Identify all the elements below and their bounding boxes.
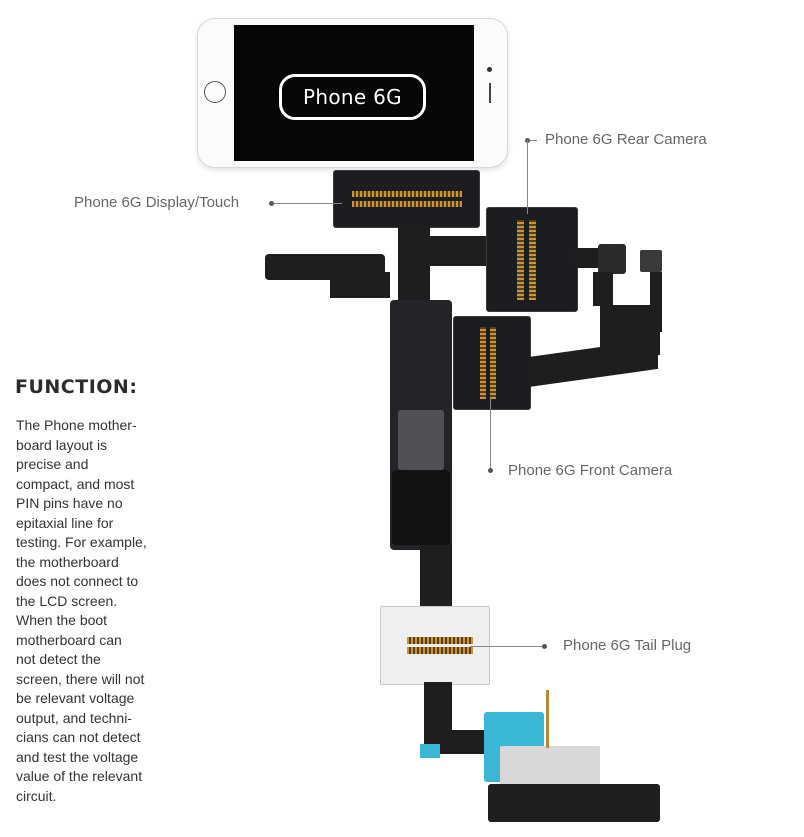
leader-rear-camera-v xyxy=(527,140,528,214)
leader-front-camera-v xyxy=(490,398,491,470)
leader-rear-camera-h xyxy=(527,140,537,141)
function-line: and test the voltage xyxy=(16,748,139,765)
function-line: the motherboard xyxy=(16,553,119,570)
phone-screen: Phone 6G xyxy=(234,25,474,161)
function-line: not detect the xyxy=(16,651,101,667)
label-front-camera: Phone 6G Front Camera xyxy=(508,462,673,479)
function-line: value of the relevant xyxy=(16,768,143,784)
leader-dot-icon xyxy=(269,201,274,206)
label-rear-camera: Phone 6G Rear Camera xyxy=(545,131,707,148)
phone-image: Phone 6G xyxy=(197,18,508,168)
function-line: motherboard can xyxy=(16,631,122,648)
function-line: precise and xyxy=(16,456,89,472)
leader-dot-icon xyxy=(488,468,493,473)
home-button-icon xyxy=(204,81,226,103)
function-line: cians can not detect xyxy=(16,729,141,745)
leader-display-touch xyxy=(272,203,342,204)
front-camera-board xyxy=(453,316,531,410)
function-line: the LCD screen. xyxy=(16,592,118,609)
function-line: be relevant voltage xyxy=(16,690,135,706)
tail-plug-board xyxy=(380,606,490,685)
function-line: circuit. xyxy=(16,787,57,804)
leader-tail-plug xyxy=(470,646,544,647)
leader-dot-icon xyxy=(542,644,547,649)
function-line: epitaxial line for xyxy=(16,514,114,531)
label-tail-plug: Phone 6G Tail Plug xyxy=(563,637,692,654)
phone-model-badge: Phone 6G xyxy=(279,74,426,120)
function-title: FUNCTION: xyxy=(15,376,138,398)
function-line: board layout is xyxy=(16,436,108,453)
function-line: The Phone mother- xyxy=(16,417,137,433)
function-line: compact, and most xyxy=(16,475,135,492)
function-description: The Phone mother- board layout is precis… xyxy=(16,416,176,806)
function-line: does not connect to xyxy=(16,573,139,589)
front-camera-dot-icon xyxy=(487,67,492,72)
function-line: testing. For example, xyxy=(16,534,147,550)
rear-camera-board xyxy=(486,207,578,312)
function-line: When the boot xyxy=(16,612,108,628)
label-display-touch: Phone 6G Display/Touch xyxy=(74,194,240,211)
display-touch-board xyxy=(333,170,480,228)
function-line: PIN pins have no xyxy=(16,495,123,511)
function-line: output, and techni- xyxy=(16,709,132,726)
function-line: screen, there will not xyxy=(16,670,145,687)
earpiece-icon xyxy=(489,83,491,103)
